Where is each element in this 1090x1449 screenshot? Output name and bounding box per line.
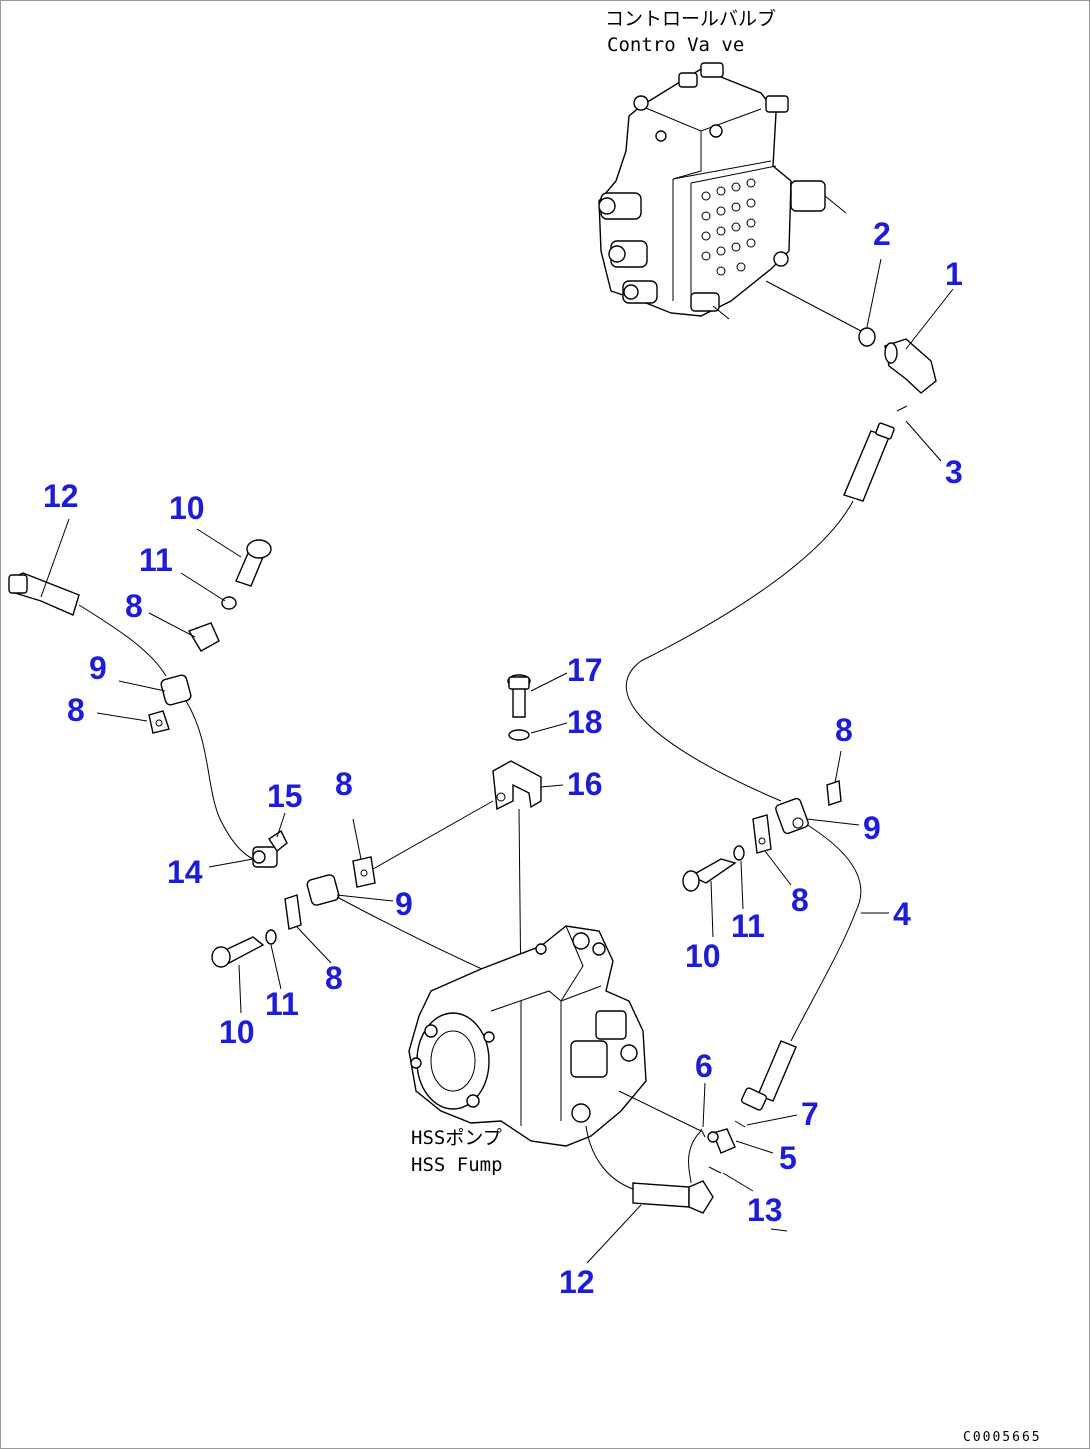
bolt-10-upper-left — [235, 539, 272, 587]
clamp-9-center — [306, 874, 340, 906]
callout-16: 16 — [567, 766, 603, 802]
callout-10-right: 10 — [685, 938, 721, 974]
elbow-part-1 — [884, 338, 937, 394]
o-ring-part-2 — [858, 327, 876, 347]
seal-part-6 — [700, 1128, 706, 1138]
callout-9-center: 9 — [395, 886, 413, 922]
seal-part-3 — [896, 405, 908, 412]
clamp-9-right — [775, 797, 809, 835]
callout-13: 13 — [747, 1192, 783, 1228]
callout-11-right: 11 — [731, 908, 765, 944]
callout-3: 3 — [945, 454, 963, 490]
callout-18: 18 — [567, 704, 603, 740]
callout-4: 4 — [893, 896, 911, 932]
clamp-9-left — [160, 674, 192, 706]
seal-part-7 — [734, 1120, 746, 1128]
bolt-part-17 — [507, 674, 531, 718]
fitting-14-15 — [252, 829, 288, 868]
washer-11-lower-left — [265, 929, 277, 945]
callout-9-left: 9 — [89, 650, 107, 686]
callout-12-lower: 12 — [559, 1264, 595, 1300]
washer-11-right — [733, 845, 745, 861]
seal-part-13 — [708, 1166, 722, 1174]
control-valve — [598, 62, 862, 332]
callout-8-left-lower: 8 — [325, 960, 343, 996]
plate-8-left-lower — [284, 894, 302, 930]
callout-1: 1 — [945, 256, 963, 292]
callout-10-upper-left: 10 — [169, 490, 205, 526]
callout-2: 2 — [873, 216, 891, 252]
end-mark — [770, 1228, 788, 1232]
callout-10-lower-left: 10 — [219, 1014, 255, 1050]
callout-5: 5 — [779, 1140, 797, 1176]
callout-9-right: 9 — [863, 810, 881, 846]
callout-11-upper-left: 11 — [139, 542, 173, 578]
control-valve-label-jp: コントロールバルブ — [605, 7, 776, 30]
callout-12-upper: 12 — [43, 478, 79, 514]
washer-11-upper-left — [221, 596, 237, 610]
callout-8-right-bottom: 8 — [791, 882, 809, 918]
callout-8-upper-left: 8 — [125, 588, 143, 624]
hss-pump — [408, 925, 702, 1190]
pump-label-jp: HSSポンプ — [411, 1127, 502, 1149]
plate-8-upper-left — [187, 622, 220, 652]
fitting-part-5 — [707, 1128, 736, 1154]
callout-8-center: 8 — [335, 766, 353, 802]
callout-8-right-top: 8 — [835, 712, 853, 748]
bolt-10-right — [682, 858, 737, 892]
callout-14: 14 — [167, 854, 203, 890]
hose-part-4 — [625, 422, 895, 1111]
washer-part-18 — [508, 729, 530, 741]
hose-part-12-upper — [8, 572, 254, 860]
bolt-10-lower-left — [211, 936, 265, 968]
callouts: 1 2 3 4 5 6 7 8 8 8 8 8 8 9 9 9 10 10 10… — [43, 216, 963, 1300]
callout-8-lower-left: 8 — [67, 692, 85, 728]
callout-15: 15 — [267, 778, 303, 814]
callout-7: 7 — [801, 1096, 819, 1132]
leader-lines — [40, 258, 954, 1264]
hose-part-12-lower — [632, 1130, 714, 1214]
callout-17: 17 — [567, 652, 603, 688]
pump-label-en: HSS Fump — [411, 1154, 503, 1176]
callout-6: 6 — [695, 1048, 713, 1084]
plate-8-right-bottom — [752, 814, 772, 854]
plate-8-center — [352, 856, 376, 888]
plate-8-lower-left — [148, 710, 170, 734]
callout-11-lower-left: 11 — [265, 986, 299, 1022]
control-valve-label-en: Contro Va ve — [607, 34, 744, 56]
plate-8-right-top — [826, 780, 842, 806]
drawing-code: C0005665 — [963, 1430, 1042, 1445]
